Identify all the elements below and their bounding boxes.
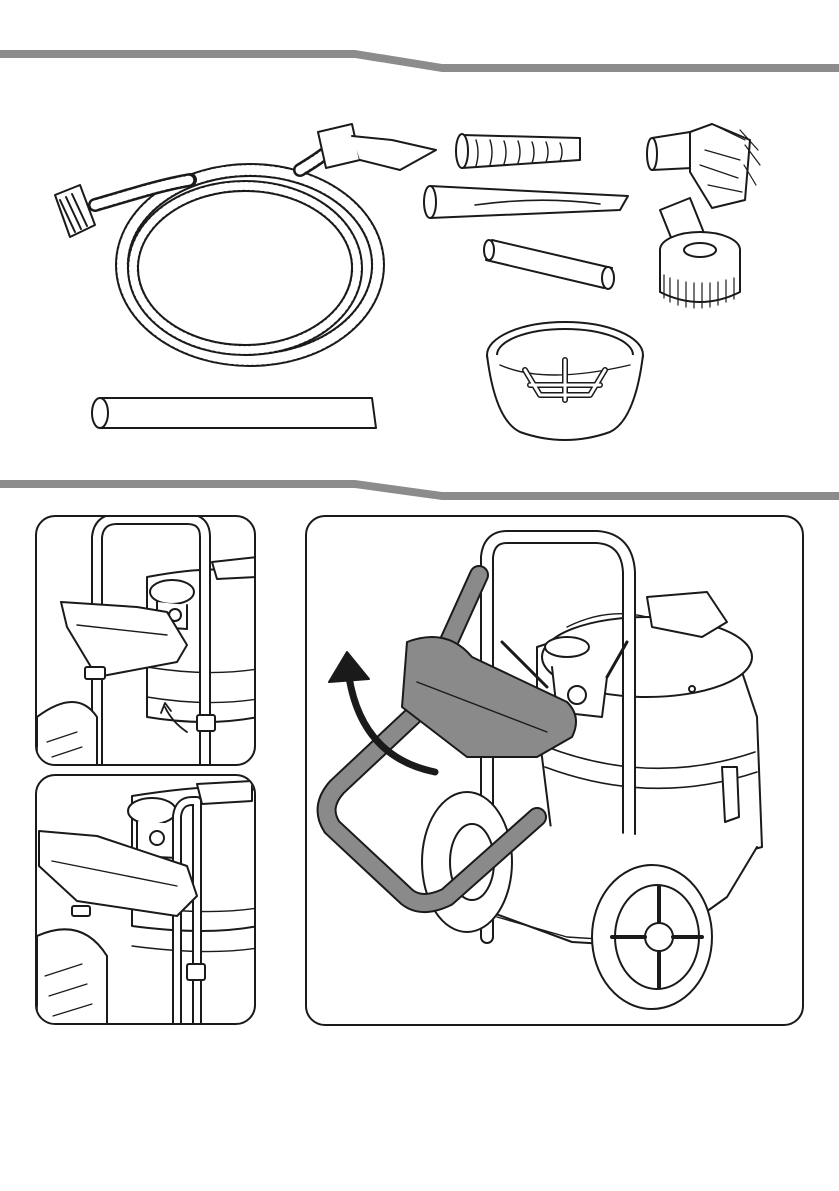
ribbed-sleeve-icon [456, 134, 580, 168]
step-handle-detail-2 [35, 774, 256, 1025]
accessories-illustration [0, 0, 839, 470]
crevice-tool-icon [424, 186, 628, 218]
round-brush-icon [660, 198, 740, 308]
dusting-brush-icon [647, 124, 760, 208]
flexible-hose-icon [55, 124, 436, 360]
long-tube-icon [92, 398, 376, 428]
handle-clip-icon [37, 776, 256, 1025]
short-tube-icon [484, 240, 614, 289]
filter-basket-icon [487, 322, 643, 440]
middle-divider-band [0, 472, 839, 502]
handle-clip-icon [37, 517, 256, 766]
step-handle-detail-1 [35, 515, 256, 766]
step-handle-rotate [305, 515, 804, 1026]
